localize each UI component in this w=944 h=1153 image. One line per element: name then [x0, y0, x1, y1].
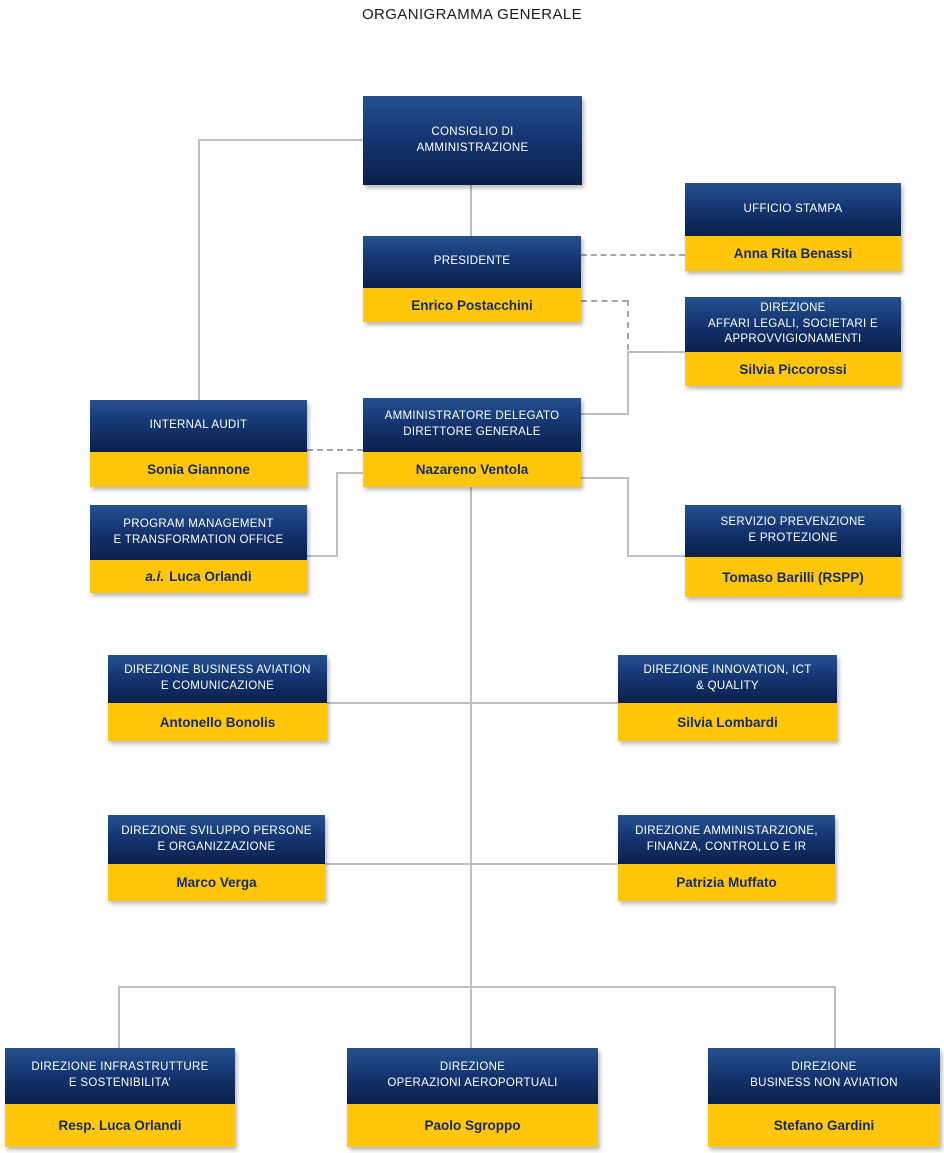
node-title: DIREZIONE INNOVATION, ICT & QUALITY	[618, 655, 837, 703]
org-node-presidente: PRESIDENTE Enrico Postacchini	[363, 236, 581, 322]
connector-cda-internal-audit-v	[198, 139, 200, 400]
connector-bottom-right-v	[834, 986, 836, 1048]
node-name: Marco Verga	[108, 864, 325, 901]
node-name: a.i. Luca Orlandi	[90, 560, 307, 593]
node-title: DIREZIONE BUSINESS NON AVIATION	[708, 1048, 940, 1104]
connector-cda-presidente	[470, 185, 472, 236]
node-title: SERVIZIO PREVENZIONE E PROTEZIONE	[685, 505, 901, 557]
org-node-servizio-prevenzione: SERVIZIO PREVENZIONE E PROTEZIONE Tomaso…	[685, 505, 901, 597]
node-name: Antonello Bonolis	[108, 703, 327, 741]
node-title: DIREZIONE AFFARI LEGALI, SOCIETARI E APP…	[685, 297, 901, 352]
org-node-business-aviation: DIREZIONE BUSINESS AVIATION E COMUNICAZI…	[108, 655, 327, 741]
connector-row2-branch	[327, 702, 618, 704]
connector-ad-affari-legali-v	[627, 351, 629, 415]
node-name: Enrico Postacchini	[363, 288, 581, 322]
node-name: Stefano Gardini	[708, 1104, 940, 1147]
connector-presidente-ufficio-stampa-dashed	[581, 254, 685, 256]
connector-bottom-left-v	[118, 986, 120, 1048]
node-title: DIREZIONE AMMINISTARZIONE, FINANZA, CONT…	[618, 815, 835, 864]
node-name: Silvia Piccorossi	[685, 352, 901, 386]
node-title: DIREZIONE INFRASTRUTTURE E SOSTENIBILITA…	[5, 1048, 235, 1104]
node-name: Sonia Giannone	[90, 452, 307, 487]
node-title: PRESIDENTE	[363, 236, 581, 288]
connector-trunk	[470, 487, 472, 1048]
connector-ad-prevenzione-v	[627, 477, 629, 557]
node-name: Tomaso Barilli (RSPP)	[685, 557, 901, 597]
connector-bottom-distribution	[118, 986, 836, 988]
node-name-prefix: a.i.	[145, 569, 165, 584]
node-title: AMMINISTRATORE DELEGATO DIRETTORE GENERA…	[363, 398, 581, 452]
connector-ad-prevenzione-h2	[628, 555, 685, 557]
page-title: ORGANIGRAMMA GENERALE	[361, 6, 583, 23]
node-name: Paolo Sgroppo	[347, 1104, 598, 1147]
connector-ad-pmo-h2	[307, 555, 337, 557]
node-title: DIREZIONE SVILUPPO PERSONE E ORGANIZZAZI…	[108, 815, 325, 864]
org-node-consiglio-amministrazione: CONSIGLIO DI AMMINISTRAZIONE	[363, 96, 582, 185]
org-node-ufficio-stampa: UFFICIO STAMPA Anna Rita Benassi	[685, 183, 901, 271]
node-title: DIREZIONE BUSINESS AVIATION E COMUNICAZI…	[108, 655, 327, 703]
node-name: Nazareno Ventola	[363, 452, 581, 487]
connector-internal-audit-ad-dashed	[307, 449, 363, 451]
org-node-affari-legali: DIREZIONE AFFARI LEGALI, SOCIETARI E APP…	[685, 297, 901, 386]
org-node-operazioni-aeroportuali: DIREZIONE OPERAZIONI AEROPORTUALI Paolo …	[347, 1048, 598, 1147]
org-node-internal-audit: INTERNAL AUDIT Sonia Giannone	[90, 400, 307, 487]
node-title: UFFICIO STAMPA	[685, 183, 901, 236]
org-node-business-non-aviation: DIREZIONE BUSINESS NON AVIATION Stefano …	[708, 1048, 940, 1147]
node-title: INTERNAL AUDIT	[90, 400, 307, 452]
org-node-program-management: PROGRAM MANAGEMENT E TRANSFORMATION OFFI…	[90, 505, 307, 593]
org-node-sviluppo-persone: DIREZIONE SVILUPPO PERSONE E ORGANIZZAZI…	[108, 815, 325, 901]
node-title: PROGRAM MANAGEMENT E TRANSFORMATION OFFI…	[90, 505, 307, 560]
org-node-infrastrutture: DIREZIONE INFRASTRUTTURE E SOSTENIBILITA…	[5, 1048, 235, 1147]
org-node-amministrazione-finanza: DIREZIONE AMMINISTARZIONE, FINANZA, CONT…	[618, 815, 835, 901]
node-name-text: Luca Orlandi	[169, 569, 252, 584]
connector-ad-affari-legali-h1	[628, 351, 685, 353]
connector-cda-internal-audit-h	[198, 139, 363, 141]
connector-ad-prevenzione-h1	[581, 477, 628, 479]
connector-ad-pmo-h1	[336, 472, 363, 474]
connector-presidente-affari-legali-dashed-h	[581, 300, 628, 302]
node-name: Silvia Lombardi	[618, 703, 837, 741]
node-name: Anna Rita Benassi	[685, 236, 901, 271]
node-name: Resp. Luca Orlandi	[5, 1104, 235, 1147]
org-node-innovation-ict: DIREZIONE INNOVATION, ICT & QUALITY Silv…	[618, 655, 837, 741]
node-name: Patrizia Muffato	[618, 864, 835, 901]
connector-row3-branch	[325, 863, 618, 865]
connector-ad-affari-legali-h2	[581, 413, 628, 415]
node-title: DIREZIONE OPERAZIONI AEROPORTUALI	[347, 1048, 598, 1104]
connector-presidente-affari-legali-dashed-v	[627, 300, 629, 350]
node-title: CONSIGLIO DI AMMINISTRAZIONE	[363, 96, 582, 185]
org-node-amministratore-delegato: AMMINISTRATORE DELEGATO DIRETTORE GENERA…	[363, 398, 581, 487]
connector-ad-pmo-v	[336, 472, 338, 557]
